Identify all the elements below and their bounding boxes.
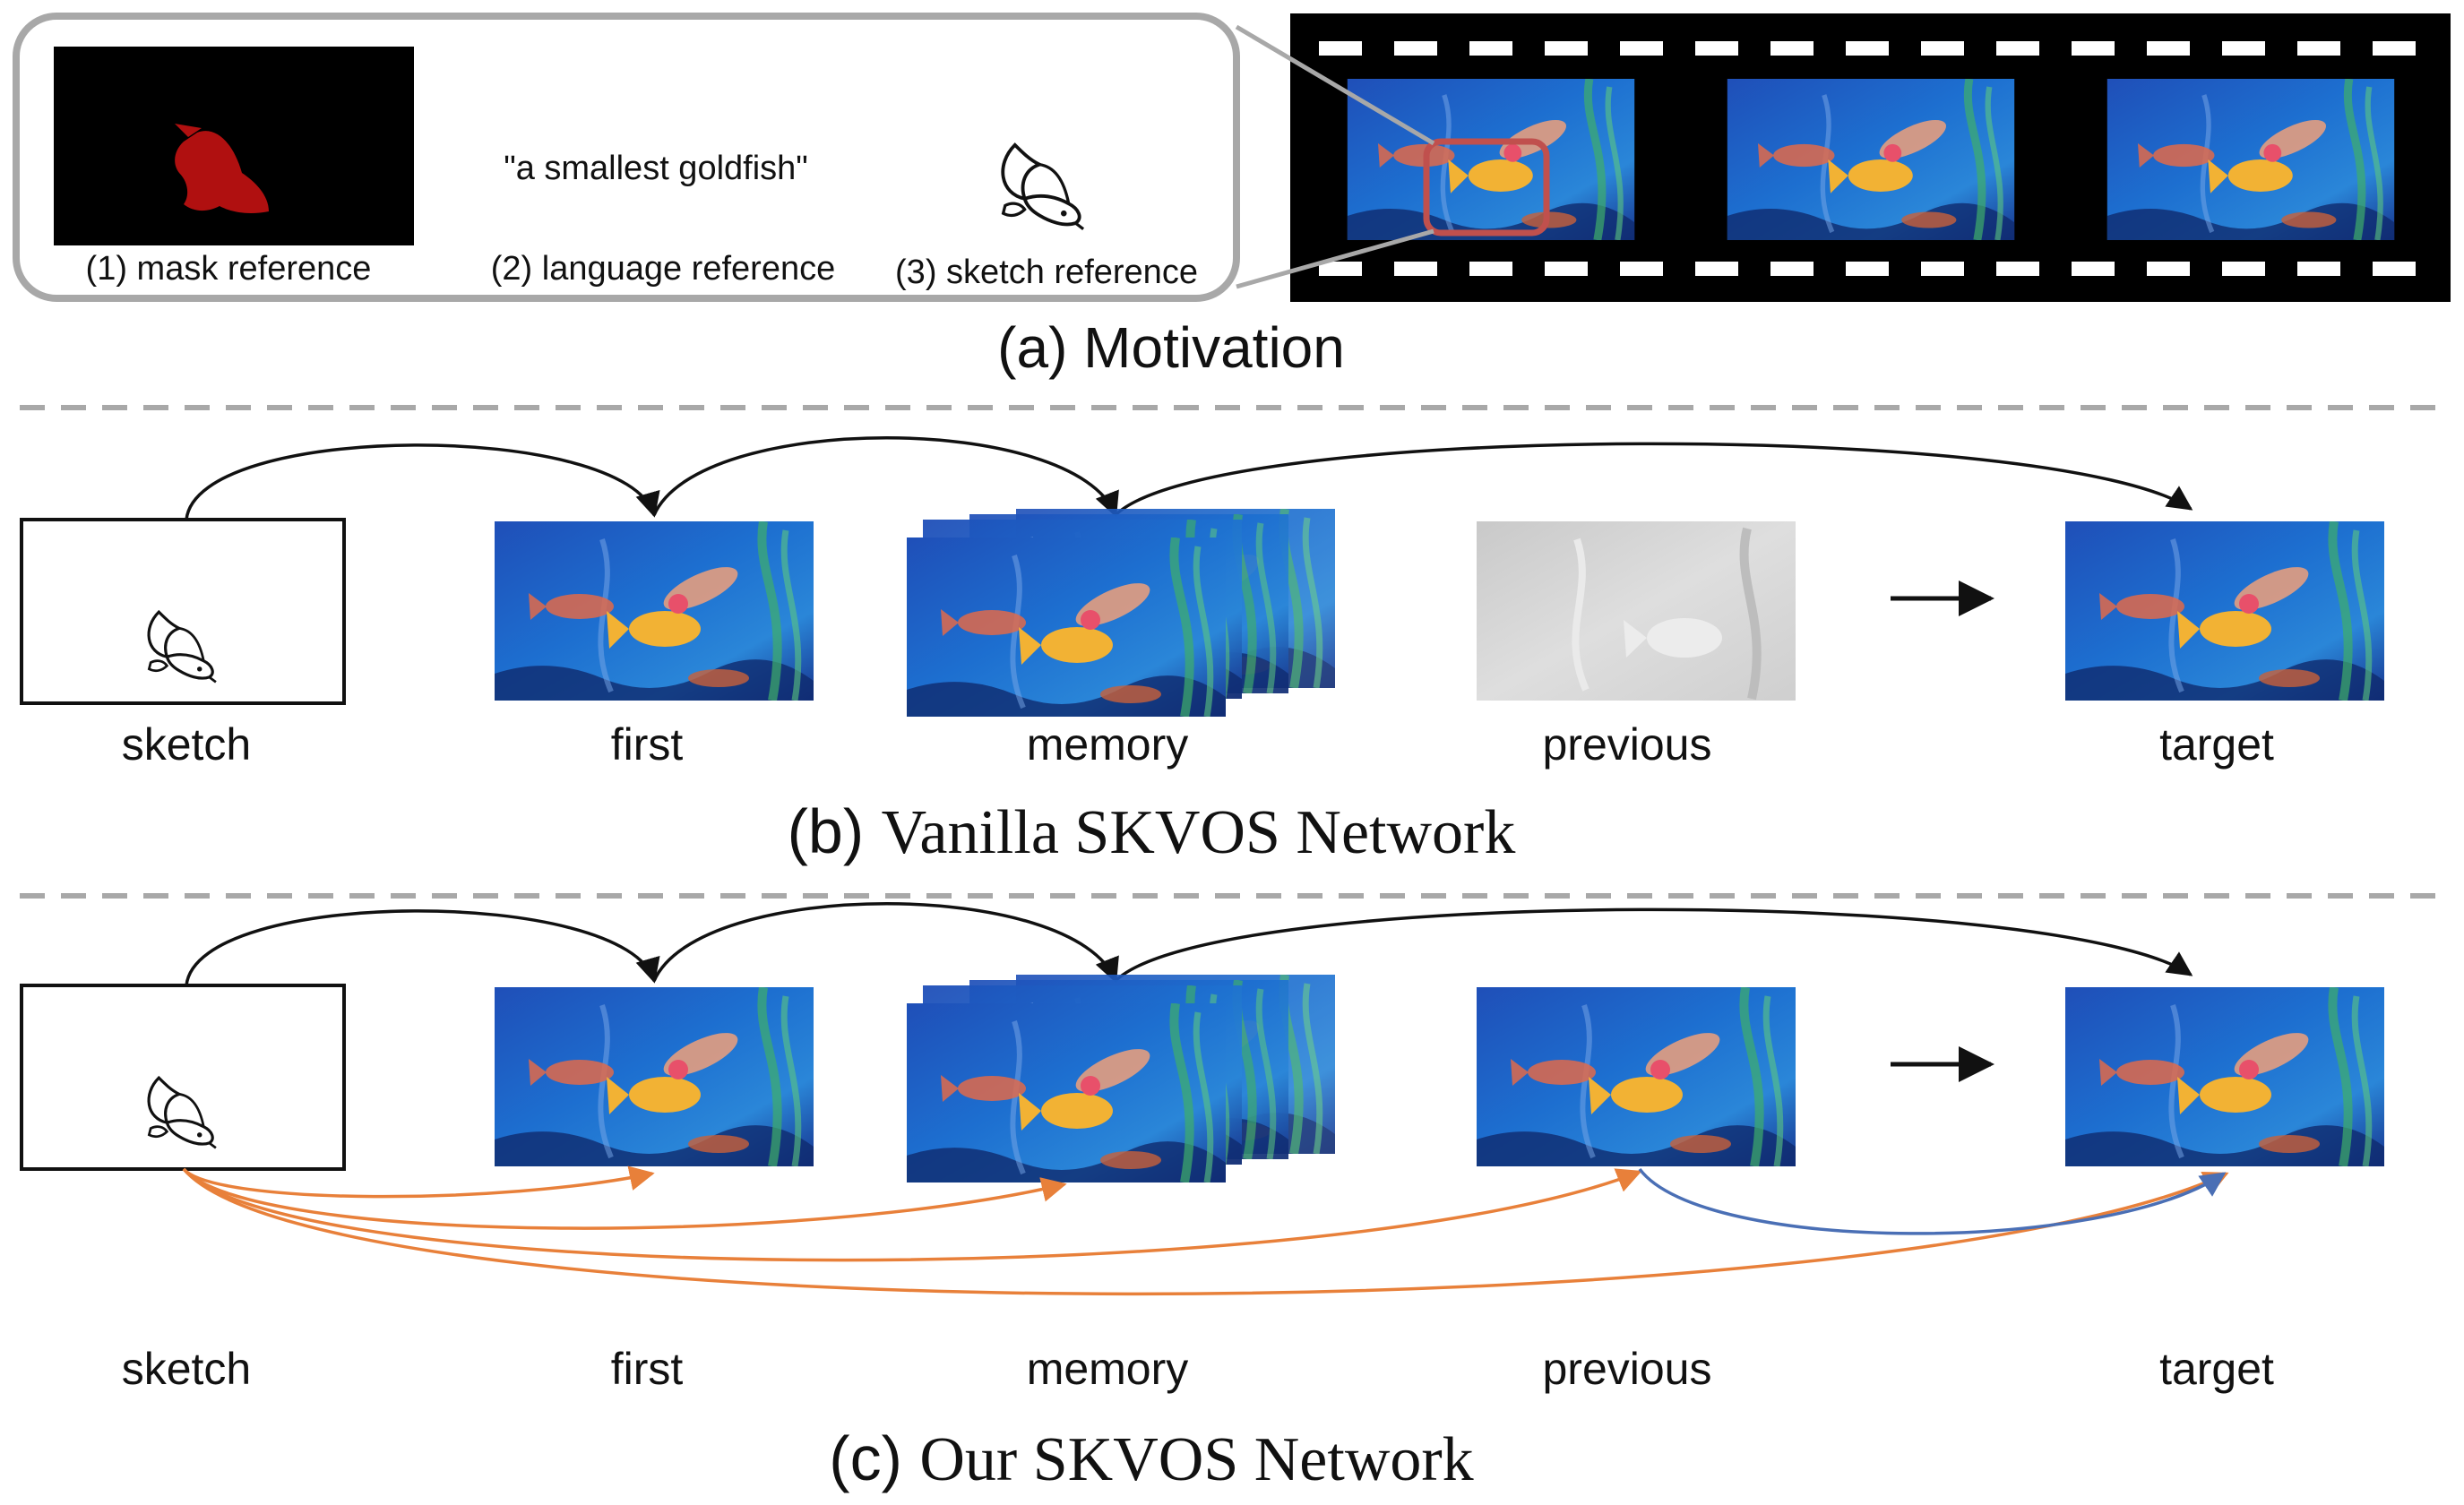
language-reference-text: "a smallest goldfish" — [504, 150, 808, 187]
sketch-fish-icon — [1001, 142, 1086, 231]
film-perforations-bottom — [1319, 262, 2416, 276]
film-perforations-top — [1319, 41, 2416, 56]
vanilla-label-sketch: sketch — [122, 719, 252, 770]
vanilla-label-first: first — [611, 719, 684, 770]
ours-arrow-first-memory — [652, 902, 1119, 984]
ours-target-frame — [2065, 987, 2384, 1166]
ours-orange-arrow-memory — [182, 1167, 1067, 1230]
vanilla-label-target: target — [2159, 719, 2274, 770]
vanilla-caption: (b) Vanilla SKVOS Network — [788, 796, 1516, 867]
film-strip — [1290, 13, 2451, 302]
vanilla-memory-stack — [907, 509, 1335, 717]
vanilla-arrow-memory-target — [1114, 442, 2193, 517]
film-frame-1 — [1348, 79, 1634, 240]
target-highlight-box — [1423, 138, 1550, 236]
language-reference-label: (2) language reference — [491, 250, 835, 288]
ours-label-previous: previous — [1543, 1344, 1712, 1394]
callout-line-bottom — [1236, 228, 1434, 289]
vanilla-target-frame — [2065, 521, 2384, 701]
vanilla-arrow-sketch-first — [185, 443, 660, 520]
ours-caption: (c) Our SKVOS Network — [829, 1423, 1473, 1494]
film-frame-2 — [1727, 79, 2014, 240]
vanilla-arrow-first-memory — [652, 436, 1119, 518]
ours-label-memory: memory — [1027, 1344, 1189, 1394]
ours-orange-arrow-first — [182, 1165, 655, 1199]
reference-callout-box — [13, 13, 1240, 302]
ours-orange-arrow-previous — [182, 1167, 1642, 1262]
vanilla-panel: sketch first memory previous target (b) … — [20, 436, 2384, 867]
ours-orange-arrow-target — [182, 1167, 2229, 1296]
mask-fish-icon — [175, 124, 269, 213]
ours-blue-arrow-previous-target — [1638, 1167, 2227, 1235]
ours-label-sketch: sketch — [122, 1344, 252, 1394]
ours-label-first: first — [611, 1344, 684, 1394]
vanilla-previous-frame — [1477, 521, 1796, 701]
vanilla-label-memory: memory — [1027, 719, 1189, 770]
ours-memory-stack — [907, 975, 1335, 1182]
vanilla-label-previous: previous — [1543, 719, 1712, 770]
film-frame-3 — [2107, 79, 2394, 240]
ours-sketch-box — [20, 984, 346, 1171]
ours-panel: sketch first memory previous target (c) … — [20, 902, 2384, 1494]
callout-line-top — [1235, 24, 1435, 146]
ours-label-target: target — [2159, 1344, 2274, 1394]
motivation-caption: (a) Motivation — [997, 315, 1345, 380]
ours-first-frame — [495, 987, 814, 1166]
ours-arrow-sketch-first — [185, 909, 660, 986]
motivation-panel: (1) mask reference "a smallest goldfish"… — [13, 13, 2451, 380]
mask-reference-label: (1) mask reference — [86, 250, 372, 288]
mask-reference-image — [54, 47, 414, 245]
vanilla-sketch-box — [20, 518, 346, 705]
ours-previous-frame — [1477, 987, 1796, 1166]
ours-arrow-memory-target — [1114, 907, 2193, 983]
vanilla-first-frame — [495, 521, 814, 701]
sketch-reference-label: (3) sketch reference — [895, 254, 1198, 291]
